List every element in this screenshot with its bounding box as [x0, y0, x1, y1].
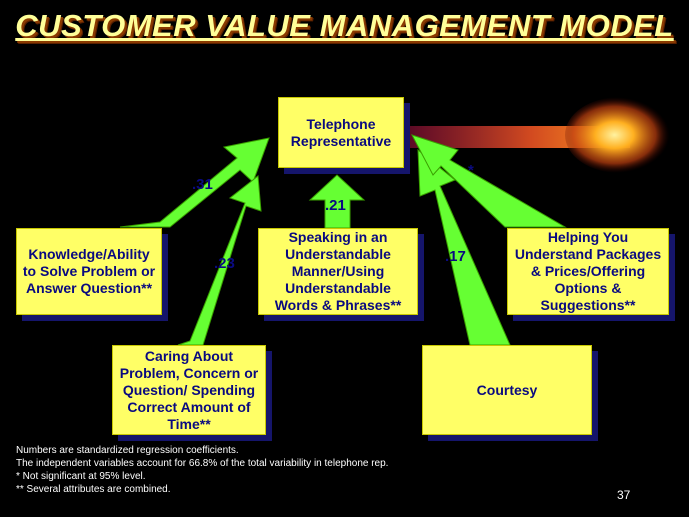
coef-knowledge: .31: [192, 176, 213, 193]
caring-label: Caring About Problem, Concern or Questio…: [119, 347, 259, 432]
arrow-caring: [177, 175, 262, 346]
knowledge-label: Knowledge/Ability to Solve Problem or An…: [22, 246, 156, 296]
box-courtesy: Courtesy: [422, 345, 592, 435]
box-telephone-rep: Telephone Representative: [278, 97, 404, 168]
page-title: CUSTOMER VALUE MANAGEMENT MODEL: [15, 8, 674, 43]
comet-head: [565, 97, 675, 173]
page-number: 37: [617, 488, 631, 502]
coef-speaking: .21: [325, 197, 346, 214]
coef-courtesy: .17: [445, 248, 466, 265]
footnotes: Numbers are standardized regression coef…: [16, 444, 388, 496]
box-speaking: Speaking in an Understandable Manner/Usi…: [258, 228, 418, 315]
box-knowledge: Knowledge/Ability to Solve Problem or An…: [16, 228, 162, 315]
arrow-speaking: [308, 174, 366, 229]
courtesy-label: Courtesy: [476, 381, 538, 398]
footnote-line: ** Several attributes are combined.: [16, 484, 171, 495]
coef-helping: *: [468, 162, 474, 179]
box-helping: Helping You Understand Packages & Prices…: [507, 228, 669, 315]
arrow-helping: [410, 134, 567, 228]
helping-label: Helping You Understand Packages & Prices…: [514, 229, 662, 313]
footnote-line: The independent variables account for 66…: [16, 458, 389, 469]
box-caring: Caring About Problem, Concern or Questio…: [112, 345, 266, 435]
arrow-courtesy: [417, 148, 511, 346]
coef-caring: .23: [214, 255, 235, 272]
arrow-knowledge: [119, 137, 270, 228]
footnote-line: * Not significant at 95% level.: [16, 471, 146, 482]
speaking-label: Speaking in an Understandable Manner/Usi…: [274, 229, 402, 313]
footnote-line: Numbers are standardized regression coef…: [16, 445, 239, 456]
telephone-rep-label: Telephone Representative: [290, 115, 392, 149]
